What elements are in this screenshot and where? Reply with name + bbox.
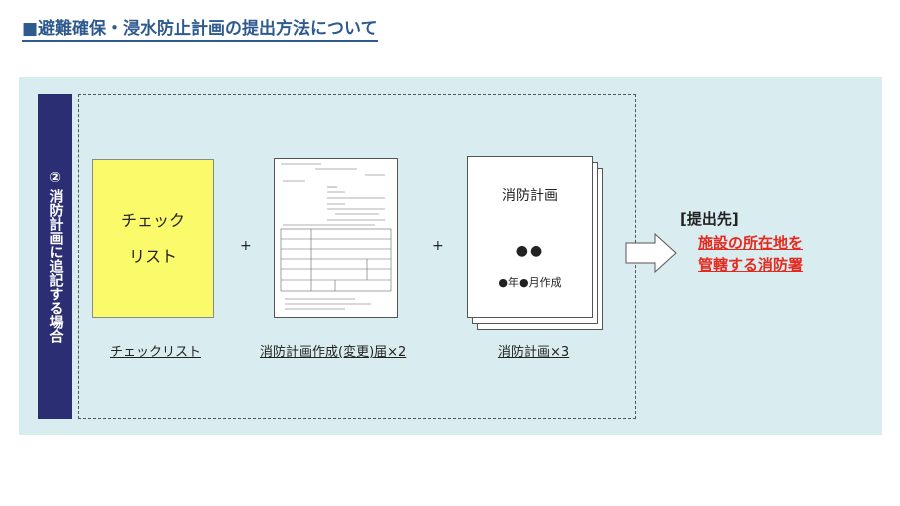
plus-sign-2: + xyxy=(432,238,444,254)
plan-date: ●年●月作成 xyxy=(498,276,562,289)
form-document-icon xyxy=(280,163,392,310)
plan-caption: 消防計画×3 xyxy=(498,345,570,360)
page-title: ■避難確保・浸水防止計画の提出方法について xyxy=(22,14,378,42)
checklist-caption: チェックリスト xyxy=(110,345,202,360)
destination-line-1: 施設の所在地を xyxy=(698,234,804,252)
destination-text: 施設の所在地を 管轄する消防署 xyxy=(698,232,803,276)
destination-label: [提出先] xyxy=(680,210,739,228)
plan-document: 消防計画 ●● ●年●月作成 xyxy=(467,156,593,318)
plan-dots: ●● xyxy=(515,243,545,259)
arrow-right-icon xyxy=(625,233,677,273)
checklist-line-1: チェック xyxy=(120,210,185,230)
side-label-number: ② xyxy=(49,170,61,186)
side-label-text: 消防計画に追記する場合 xyxy=(47,189,64,343)
checklist-document: チェック リスト xyxy=(92,159,214,318)
destination-line-2: 管轄する消防署 xyxy=(698,256,804,274)
checklist-line-2: リスト xyxy=(128,246,177,266)
plus-sign-1: + xyxy=(240,238,252,254)
plan-title: 消防計画 xyxy=(502,188,558,204)
side-label: ② 消防計画に追記する場合 xyxy=(38,94,72,419)
form-caption: 消防計画作成(変更)届×2 xyxy=(260,345,407,360)
form-document-thumbnail xyxy=(274,158,398,318)
